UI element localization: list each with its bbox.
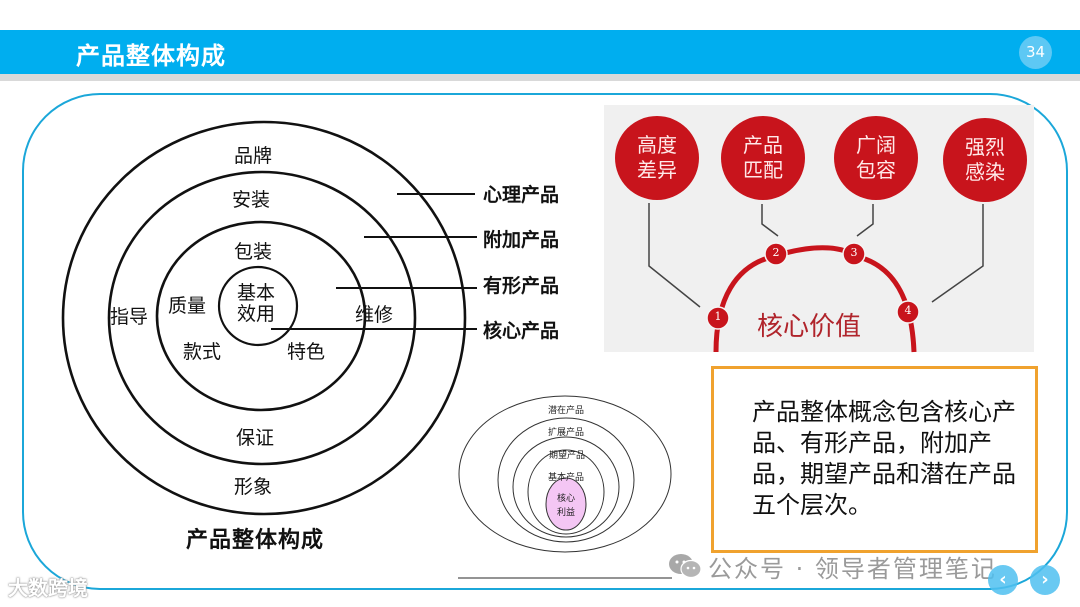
leader-lines (271, 193, 477, 330)
slide-title: 产品整体构成 (76, 42, 226, 70)
core-value-arc (648, 203, 984, 353)
ring-label-quality: 质量 (168, 295, 207, 317)
ring-label-repair: 维修 (355, 304, 394, 326)
side-label-augmented: 附加产品 (483, 229, 560, 251)
next-slide-button[interactable]: › (1030, 565, 1060, 595)
level-label-extended: 扩展产品 (548, 428, 585, 438)
side-label-core: 核心产品 (483, 320, 560, 342)
value-circle-appeal: 强烈感染 (943, 118, 1027, 202)
wechat-icon (669, 554, 702, 579)
watermark-left: 大数跨境 (8, 576, 88, 600)
ring-label-install: 安装 (232, 189, 271, 211)
summary-text: 产品整体概念包含核心产品、有形产品，附加产品，期望产品和潜在产品五个层次。 (752, 398, 1016, 519)
side-label-psychological: 心理产品 (483, 184, 560, 206)
core-value-label: 核心价值 (757, 312, 862, 342)
prev-slide-button[interactable]: ‹ (988, 565, 1018, 595)
ring-label-core-2: 效用 (237, 303, 276, 325)
ring-label-guide: 指导 (110, 306, 149, 328)
marker-3: 3 (850, 246, 858, 259)
marker-2: 2 (772, 246, 780, 259)
value-circle-inclusive: 广阔包容 (834, 116, 918, 200)
level-label-basic: 基本产品 (548, 473, 585, 483)
title-bar-shadow (0, 74, 1080, 81)
ring-label-brand: 品牌 (234, 145, 273, 167)
ring-label-image: 形象 (234, 476, 273, 498)
concentric-rings (61, 120, 467, 516)
title-bar (0, 30, 1080, 74)
ring-label-feature: 特色 (287, 341, 326, 363)
level-label-potential: 潜在产品 (548, 406, 585, 416)
ring-label-warranty: 保证 (236, 427, 275, 449)
summary-box: 产品整体概念包含核心产品、有形产品，附加产品，期望产品和潜在产品五个层次。 (711, 366, 1038, 553)
level-label-core-1: 核心 (557, 494, 576, 504)
level-label-expected: 期望产品 (549, 451, 586, 461)
diagram-caption: 产品整体构成 (186, 528, 325, 553)
five-level-ellipses (458, 395, 672, 553)
value-circle-matching: 产品匹配 (721, 116, 805, 200)
watermark-right: 公众号 · 领导者管理笔记 (708, 555, 997, 583)
ring-label-core-1: 基本 (237, 282, 276, 304)
marker-1: 1 (714, 310, 722, 323)
side-label-tangible: 有形产品 (483, 275, 560, 297)
level-label-core-2: 利益 (557, 508, 576, 518)
ring-label-style: 款式 (183, 341, 222, 363)
content-frame (22, 93, 1068, 590)
ring-label-package: 包装 (234, 241, 273, 263)
marker-4: 4 (904, 304, 912, 317)
page-number-badge: 34 (1019, 36, 1052, 69)
value-circle-differentiation: 高度差异 (615, 116, 699, 200)
